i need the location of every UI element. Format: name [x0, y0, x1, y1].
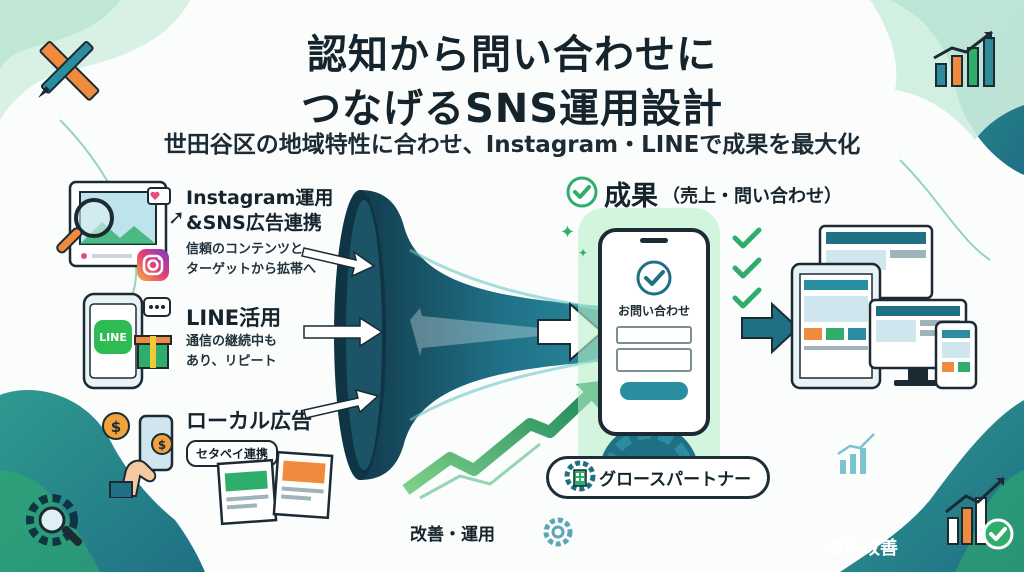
sparkle-icon: ✦	[560, 222, 576, 243]
feature-line-desc-1: 通信の継続中も	[186, 334, 278, 349]
result-detail: （売上・問い合わせ）	[662, 186, 842, 207]
smartphone: お問い合わせ	[598, 228, 710, 436]
form-submit-button[interactable]	[620, 382, 688, 400]
check-circle-icon	[636, 260, 672, 296]
growth-chart-icon	[933, 30, 995, 87]
devices-illustration	[790, 224, 978, 390]
feature-line-desc-2: あり、リピート	[186, 354, 277, 369]
arrow-glyph: ➚	[168, 205, 185, 229]
flyer-illustration	[216, 450, 334, 526]
feature-local-ad-title: ローカル広告	[186, 409, 312, 433]
arrow-right-icon	[741, 301, 800, 355]
form-title: お問い合わせ	[617, 304, 690, 318]
result-check-icon	[566, 176, 598, 208]
svg-text:$: $	[111, 418, 121, 436]
line-phone-illustration	[82, 292, 172, 390]
instagram-post-illustration	[56, 180, 171, 268]
feature-instagram-title-1: Instagram運用	[186, 187, 334, 209]
gear-small-icon	[543, 517, 573, 547]
feature-instagram-desc-1: 信頼のコンテンツと	[186, 242, 304, 257]
instagram-icon	[137, 249, 169, 281]
pencil-ruler-icon	[38, 40, 100, 101]
result-label: 成果	[604, 181, 658, 212]
svg-text:$: $	[158, 438, 166, 452]
form-input-1[interactable]	[616, 326, 692, 344]
page-title-line2: つなげるSNS運用設計	[300, 86, 724, 132]
ops-improvement-label: 運用改善	[826, 538, 898, 559]
sparkle-icon: ✦	[578, 246, 589, 260]
line-app-label: LINE	[99, 331, 127, 344]
phone-notch	[640, 238, 668, 243]
checkmarks-list	[732, 227, 762, 309]
improve-operate-label: 改善・運用	[410, 525, 495, 545]
search-gear-icon	[26, 494, 83, 547]
feature-instagram-title-2: &SNS広告連携	[186, 212, 322, 234]
form-input-2[interactable]	[616, 348, 692, 372]
local-ad-phone-illustration: $ $	[102, 412, 174, 498]
improvement-chart-icon	[945, 476, 1014, 550]
building-gear-icon	[564, 460, 596, 492]
growth-partner-label: グロースパートナー	[599, 470, 752, 490]
mini-chart-icon	[837, 433, 875, 474]
page-title-line1: 認知から問い合わせに	[307, 32, 717, 78]
feature-instagram-desc-2: ターゲットから拡帯へ	[186, 262, 317, 277]
feature-line-title: LINE活用	[186, 306, 282, 330]
page-subtitle: 世田谷区の地域特性に合わせ、Instagram・LINEで成果を最大化	[163, 132, 861, 158]
